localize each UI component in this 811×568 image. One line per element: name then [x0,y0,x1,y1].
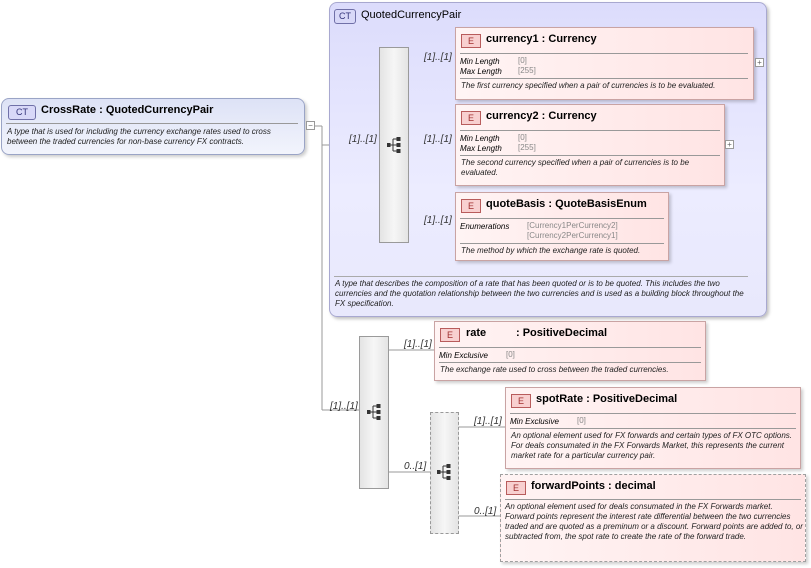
quoted-currency-pair-description: A type that describes the composition of… [335,279,744,308]
collapse-toggle[interactable]: − [306,121,315,130]
complex-type-icon: CT [8,105,36,120]
cardinality-label: [1]..[1] [424,215,452,226]
facet-key: Enumerations [460,222,510,231]
element-title: currency1 : Currency [486,33,597,45]
element-name: forwardPoints [531,480,605,492]
divider [460,78,748,79]
element-name: spotRate [536,393,584,405]
facet-value: [0] [518,133,527,142]
facet-key: Max Length [460,67,502,76]
element-icon: E [511,394,531,408]
element-description: The method by which the exchange rate is… [461,246,641,255]
cardinality-label: [1]..[1] [349,134,377,145]
element-description: The second currency specified when a pai… [461,158,690,177]
facet-value: [0] [577,416,586,425]
element-name: quoteBasis [486,198,546,210]
element-title: spotRate : PositiveDecimal [536,393,677,405]
element-spotrate[interactable]: E spotRate : PositiveDecimal Min Exclusi… [505,387,801,469]
element-icon: E [506,481,526,495]
cardinality-label: [1]..[1] [424,52,452,63]
expand-toggle[interactable]: + [725,140,734,149]
divider [460,243,664,244]
element-description: An optional element used for FX forwards… [511,431,793,460]
element-name: currency2 [486,110,539,122]
expand-toggle[interactable]: + [755,58,764,67]
element-type: : Currency [541,110,597,122]
element-currency2[interactable]: E currency2 : Currency Min Length [0] Ma… [455,104,725,186]
root-name: CrossRate [41,104,97,116]
element-description: The exchange rate used to cross between … [440,365,669,374]
element-icon: E [440,328,460,342]
root-type-title: CrossRate : QuotedCurrencyPair [41,104,213,116]
facet-value: [Currency2PerCurrency1] [527,231,618,240]
element-rate[interactable]: E rate : PositiveDecimal Min Exclusive [… [434,321,706,381]
facet-value: [255] [518,143,536,152]
divider [505,499,801,500]
sequence-compositor[interactable] [379,47,409,243]
element-description: An optional element used for deals consu… [505,502,803,541]
element-type: : Currency [541,33,597,45]
element-title: currency2 : Currency [486,110,597,122]
element-type: : PositiveDecimal [516,327,608,339]
optional-sequence-compositor[interactable] [430,412,459,534]
sequence-compositor[interactable] [359,336,389,489]
element-icon: E [461,199,481,213]
divider [460,218,664,219]
element-quotebasis[interactable]: E quoteBasis : QuoteBasisEnum Enumeratio… [455,192,669,261]
facet-key: Min Exclusive [510,417,559,426]
element-name: currency1 [486,33,539,45]
divider [460,53,748,54]
element-forwardpoints[interactable]: E forwardPoints : decimal An optional el… [500,474,806,562]
divider [460,130,720,131]
crossrate-type-box[interactable]: CT CrossRate : QuotedCurrencyPair A type… [1,98,305,155]
facet-key: Min Exclusive [439,351,488,360]
facet-key: Min Length [460,57,500,66]
facet-value: [Currency1PerCurrency2] [527,221,618,230]
cardinality-label: 0..[1] [474,506,497,517]
facet-value: [0] [506,350,515,359]
root-type: : QuotedCurrencyPair [99,104,214,116]
element-type: : QuoteBasisEnum [548,198,647,210]
sequence-icon [437,464,451,480]
facet-key: Min Length [460,134,500,143]
quoted-currency-pair-title: QuotedCurrencyPair [361,9,462,21]
element-currency1[interactable]: E currency1 : Currency Min Length [0] Ma… [455,27,754,100]
cardinality-label: [1]..[1] [424,134,452,145]
cardinality-label: [1]..[1] [474,416,502,427]
facet-key: Max Length [460,144,502,153]
element-type: : decimal [608,480,656,492]
divider [439,347,701,348]
sequence-icon [387,137,401,153]
element-title: forwardPoints : decimal [531,480,656,492]
element-type: : PositiveDecimal [586,393,678,405]
element-icon: E [461,34,481,48]
element-description: The first currency specified when a pair… [461,81,716,90]
facet-value: [255] [518,66,536,75]
divider [6,123,298,124]
root-description: A type that is used for including the cu… [7,127,271,146]
element-title: quoteBasis : QuoteBasisEnum [486,198,647,210]
cardinality-label: [1]..[1] [330,401,358,412]
divider [510,428,796,429]
complex-type-icon: CT [334,9,356,24]
sequence-icon [367,404,381,420]
facet-value: [0] [518,56,527,65]
cardinality-label: [1]..[1] [404,339,432,350]
element-icon: E [461,111,481,125]
element-name: rate [466,327,487,339]
divider [334,276,748,277]
divider [439,362,701,363]
cardinality-label: 0..[1] [404,461,427,472]
divider [460,155,720,156]
divider [510,413,796,414]
